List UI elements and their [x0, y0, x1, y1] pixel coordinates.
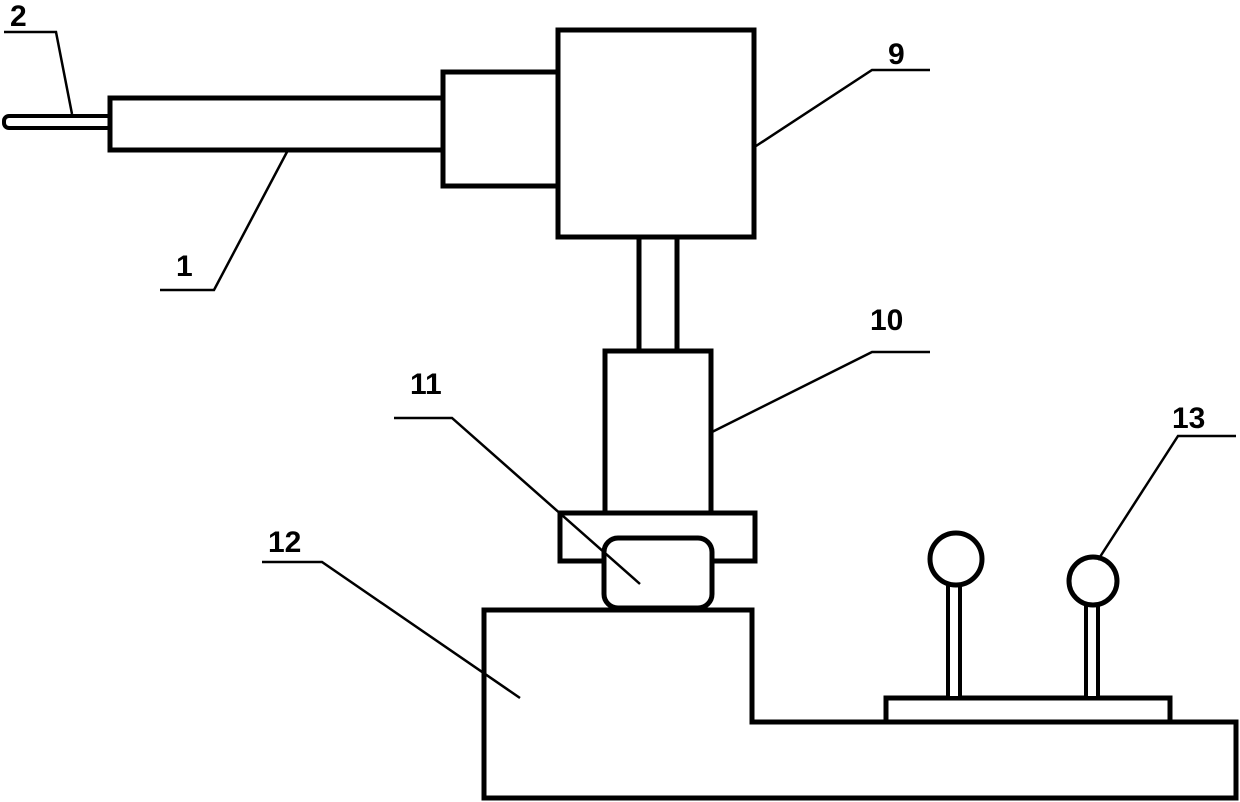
leader-2 [4, 32, 72, 114]
part-2-rod [4, 116, 112, 128]
part-13-marker-left [930, 533, 982, 698]
vertical-column [639, 237, 677, 352]
callout-12: 12 [268, 526, 301, 559]
marker-post-right [1086, 598, 1098, 698]
leader-13 [1098, 436, 1236, 560]
callout-13: 13 [1172, 402, 1205, 435]
marker-ball-left [930, 533, 982, 585]
part-1-arm [110, 98, 445, 150]
callout-2: 2 [10, 0, 27, 33]
leader-9 [756, 70, 930, 146]
callout-1: 1 [176, 250, 193, 283]
part-13-marker-right [1069, 557, 1117, 698]
callout-11: 11 [410, 368, 442, 401]
part-9-head [558, 30, 754, 237]
marker-post-left [948, 577, 960, 698]
marker-platform [886, 698, 1170, 722]
callout-9: 9 [888, 38, 905, 71]
part-11-joint [604, 538, 712, 608]
marker-ball-right [1069, 557, 1117, 605]
callout-10: 10 [870, 304, 903, 337]
leader-10 [712, 352, 930, 432]
leader-12 [262, 562, 520, 698]
part-10-sleeve [605, 351, 711, 515]
coupling-block [443, 72, 560, 186]
